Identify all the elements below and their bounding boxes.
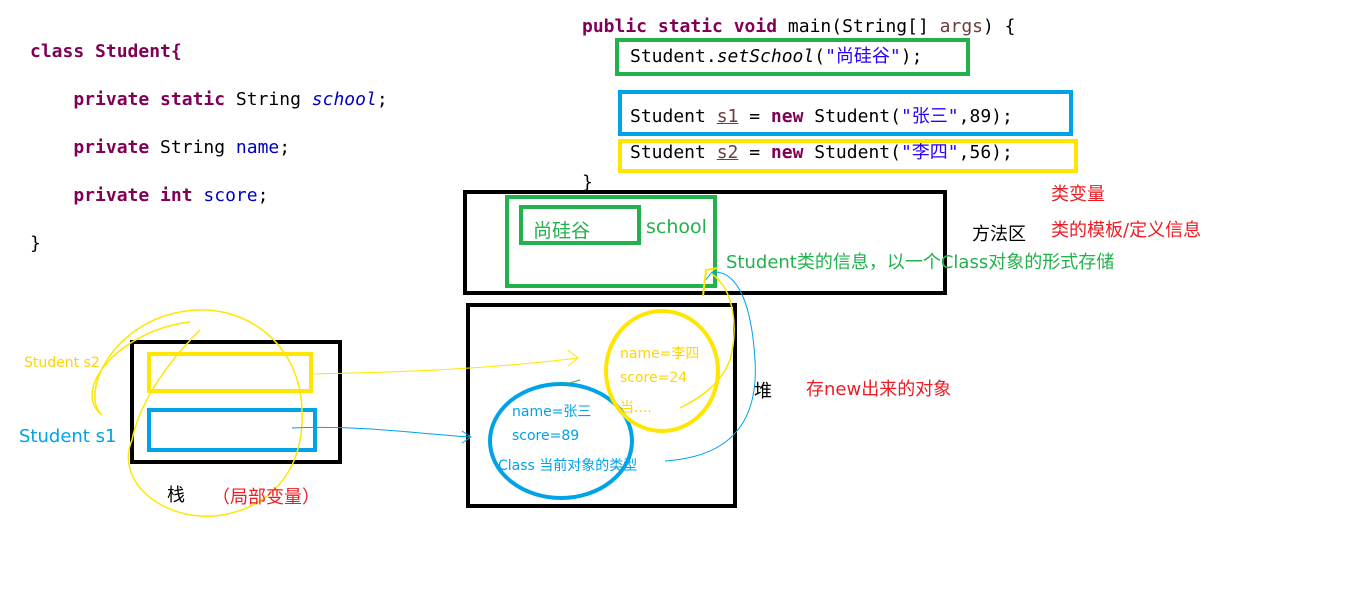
object-s2-score: score=24 [620,370,688,386]
set-school-highlight [615,38,970,76]
main-signature: public static void main(String[] args) { [582,16,1016,37]
stack-yellow-loop [91,309,303,517]
name-field-line: private String name; [73,137,291,158]
object-s1-score: score=89 [512,428,580,444]
score-field: score [203,185,258,206]
s1-line: Student s1 = new Student("张三",89); [630,106,1013,127]
stack-slot-s1 [147,408,317,452]
school-field-line: private static String school; [73,89,388,110]
object-s1-name: name=张三 [512,404,592,420]
s1-highlight [618,90,1073,136]
heap-inner-link [565,379,581,385]
object-s1-class: Class 当前对象的类型 [498,458,638,474]
class-keyword-line: class Student{ [30,41,182,62]
object-s1-ellipse [488,382,634,500]
s2-class-arrow [679,273,735,409]
s2-line: Student s2 = new Student("李四",56); [630,142,1013,163]
object-s2-name: name=李四 [620,346,700,362]
static-school-box [519,205,641,245]
school-field: school [311,89,377,110]
class-close-line: } [30,233,41,254]
class-code: class Student{ private static String sch… [30,16,388,280]
class-decl-line: class Student{ [30,40,388,64]
s1-arrowhead [461,430,472,444]
stack-note: （局部变量） [212,487,320,508]
stack-s1-label: Student s1 [19,426,117,447]
heap-note: 存new出来的对象 [806,379,952,400]
set-school-line: Student.setSchool("尚硅谷"); [630,46,923,67]
class-variable-note: 类变量 [1051,184,1105,205]
s1-reference-arrow [291,426,471,438]
score-field-line: private int score; [73,185,269,206]
stack-s2-label: Student s2 [24,355,100,371]
heap-label: 堆 [754,381,772,402]
class-arrowhead-yellow [702,267,719,297]
object-s2-ellipse [604,309,720,433]
stack-slot-s2 [147,352,313,393]
object-s2-class: 当.... [620,400,652,416]
class-info-note: Student类的信息，以一个Class对象的形式存储 [726,252,1115,273]
s2-highlight [618,139,1078,173]
stack-label: 栈 [167,485,185,506]
stack-box [130,340,342,464]
static-school-label: school [646,216,707,238]
name-field: name [235,137,280,158]
s2-arrowhead [567,349,579,367]
heap-box [466,303,737,508]
s1-class-arrow [664,271,756,462]
static-school-value: 尚硅谷 [533,220,591,242]
method-area-label: 方法区 [972,224,1026,245]
method-area-box [463,190,947,295]
main-close: } [582,172,593,193]
s2-reference-arrow [310,357,579,375]
template-note: 类的模板/定义信息 [1051,220,1202,241]
class-info-box [505,195,717,288]
